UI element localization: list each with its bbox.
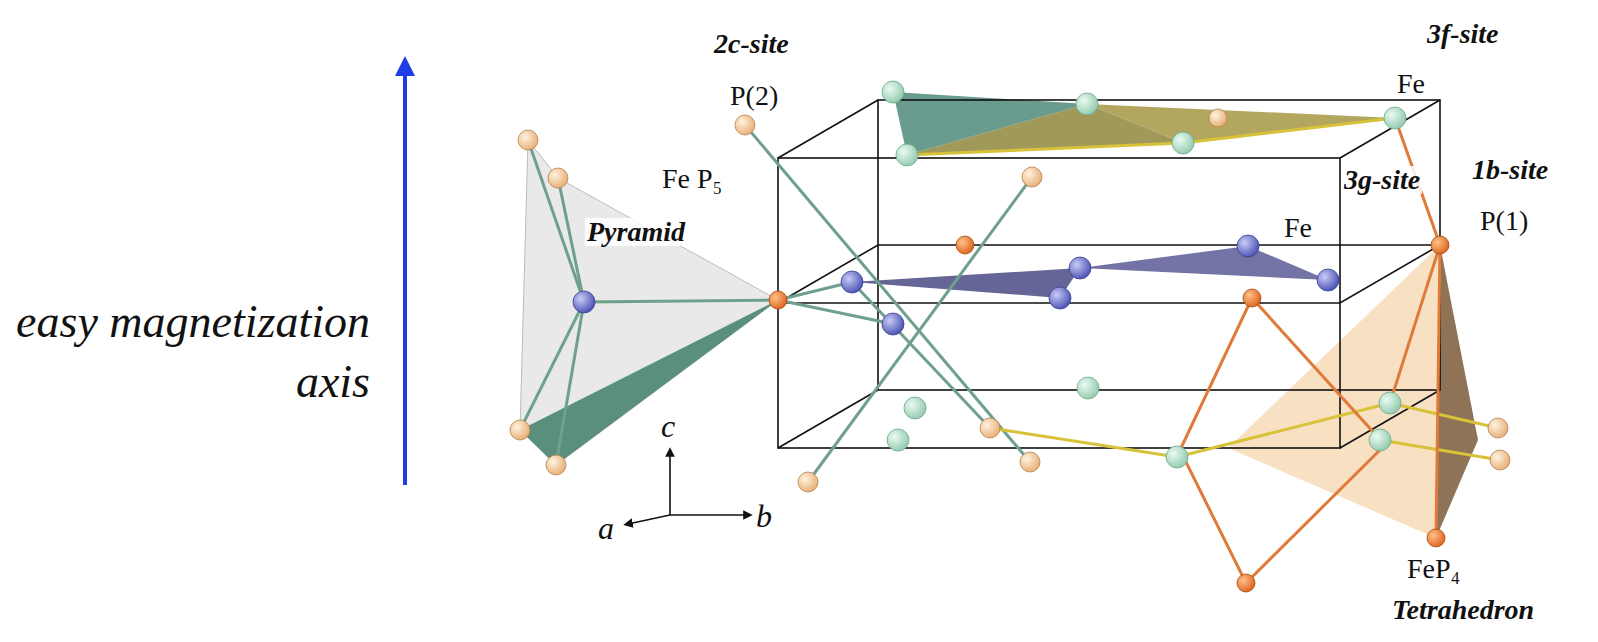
- fe-bonds: [907, 118, 1500, 460]
- site-label: 3f-site: [1425, 20, 1501, 48]
- axes: [628, 452, 748, 524]
- p2-bonds: [520, 125, 1032, 482]
- polyhedra: [520, 92, 1478, 538]
- axis-letter: a: [596, 512, 616, 544]
- site-label: 2c-site: [712, 30, 791, 58]
- atom-label: P(2): [728, 82, 780, 110]
- atom-label: Fe: [1395, 70, 1427, 98]
- axis-label: easy magnetization axis: [8, 292, 372, 412]
- polyhedron-label: FeP₄: [1405, 555, 1462, 583]
- fe-3f-atoms: [882, 81, 1406, 468]
- site-label: 1b-site: [1470, 156, 1550, 184]
- axis-letter: b: [754, 500, 774, 532]
- atom-label: Fe: [1282, 214, 1314, 242]
- p-atoms-cell: [769, 236, 1449, 592]
- fe-3g-atoms: [573, 235, 1339, 335]
- atom-label: P(1): [1478, 207, 1530, 235]
- site-label: 3g-site: [1342, 166, 1422, 194]
- polyhedron-label: Pyramid: [585, 218, 687, 246]
- p1-bonds: [1180, 118, 1440, 583]
- polyhedron-label: Tetrahedron: [1390, 596, 1536, 624]
- polyhedron-label: Fe P₅: [660, 165, 724, 193]
- p-atoms: [510, 109, 1510, 492]
- axis-letter: c: [659, 410, 677, 442]
- axis-arrow: [403, 66, 407, 485]
